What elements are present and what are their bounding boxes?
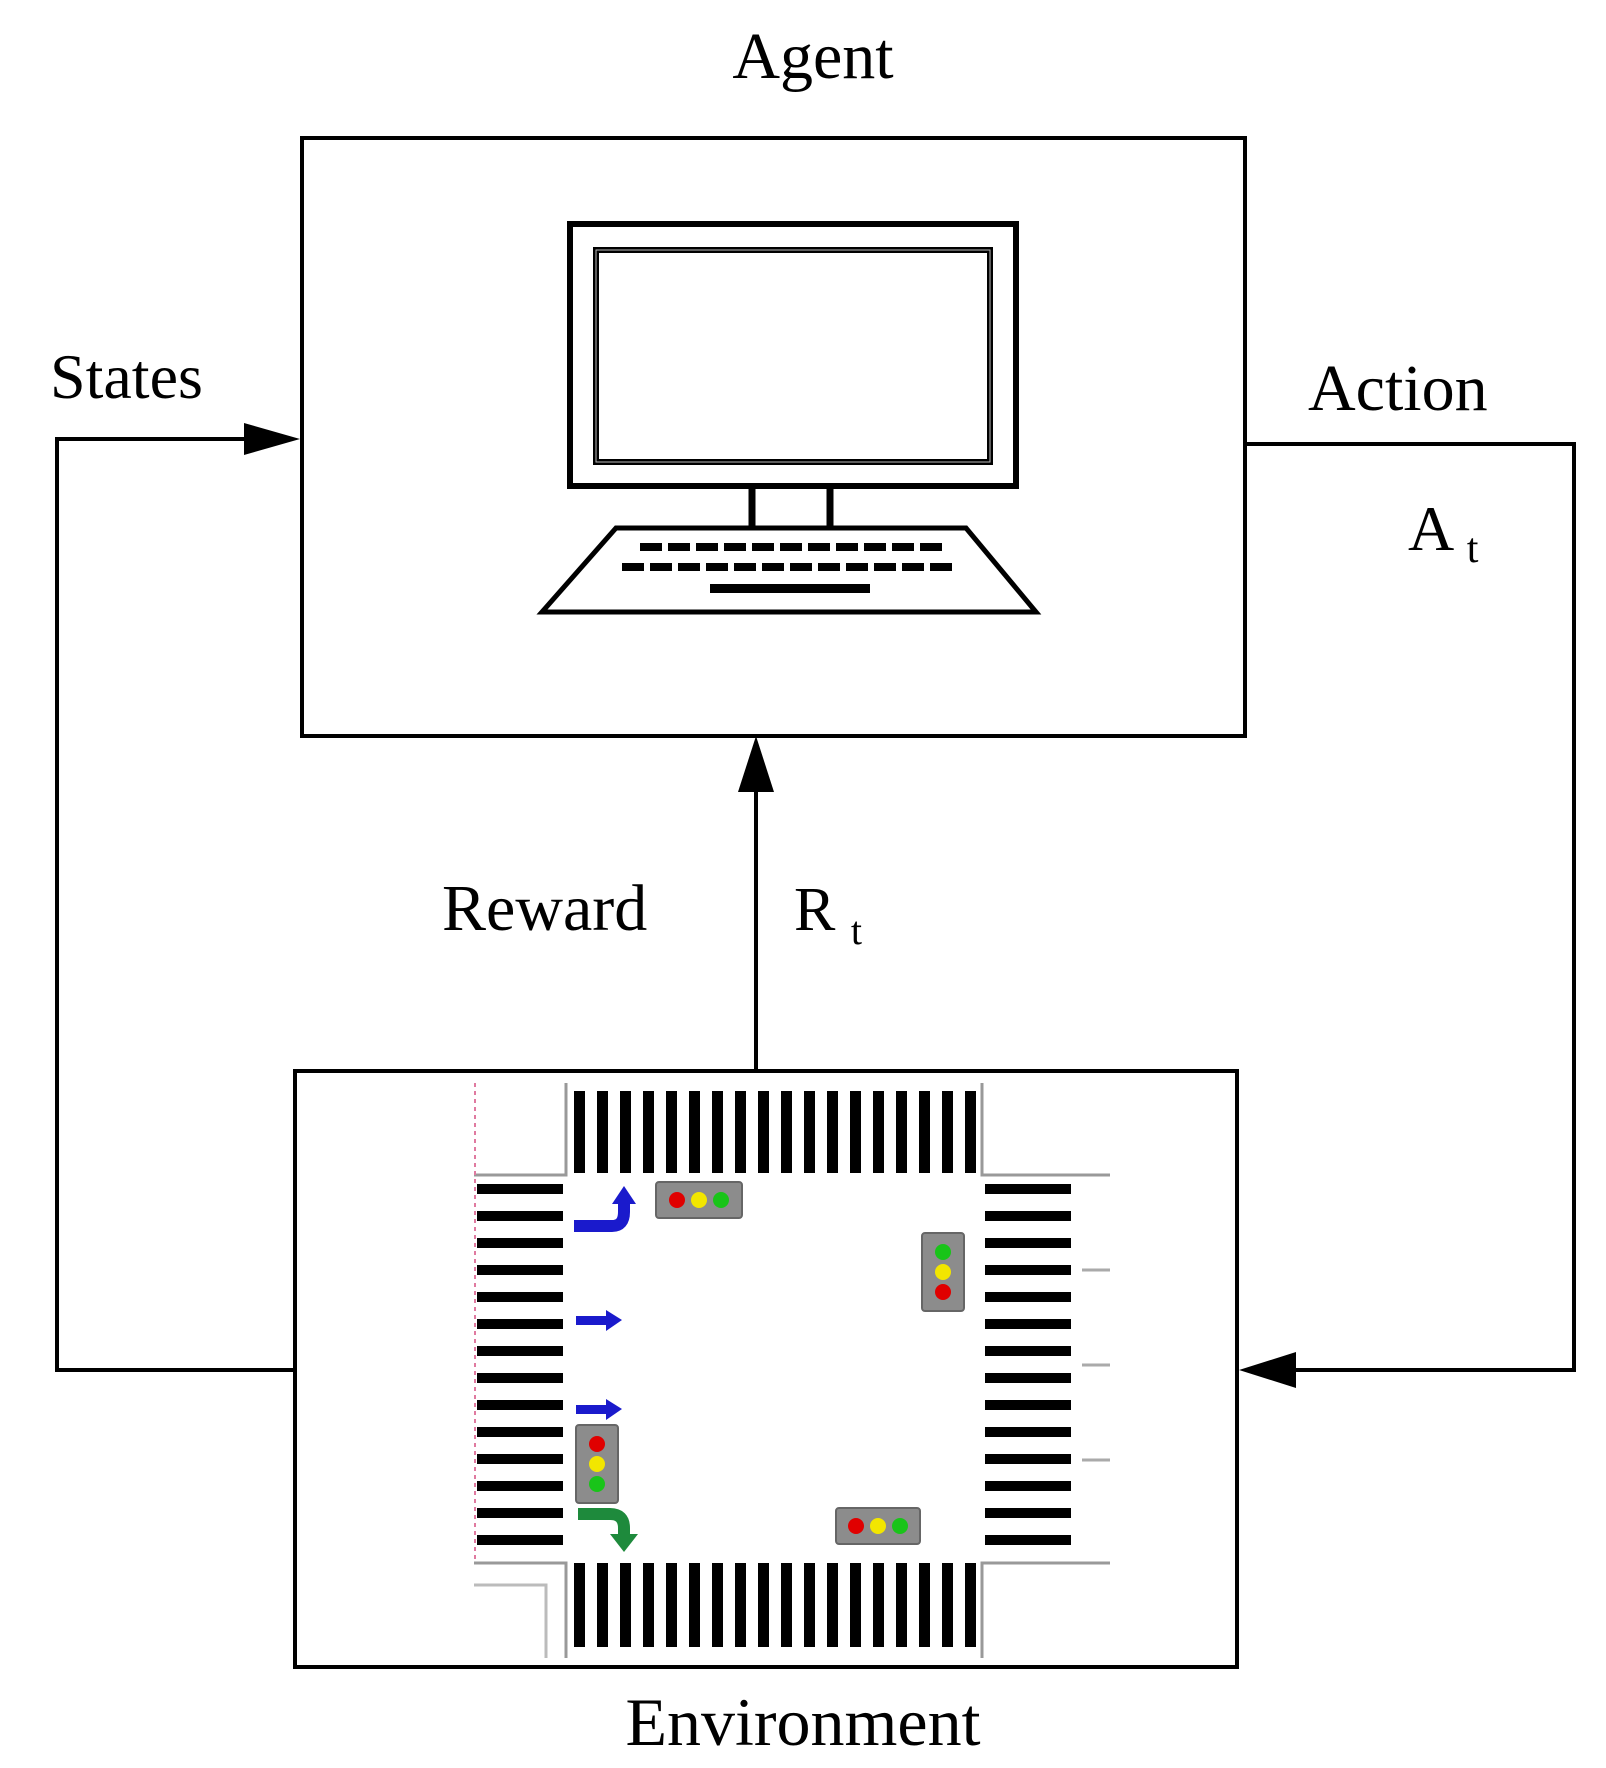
- agent-title: Agent: [732, 20, 893, 93]
- computer-icon: [536, 221, 1042, 615]
- turn-right-arrow-icon: [578, 1508, 638, 1552]
- environment-title: Environment: [625, 1684, 980, 1760]
- intersection-icon: [474, 1083, 1110, 1658]
- action-symbol-subscript: t: [1467, 526, 1479, 572]
- action-arrow: [1239, 442, 1576, 1388]
- reward-arrow: [738, 736, 774, 1071]
- reward-symbol-letter: R: [794, 876, 836, 944]
- reward-symbol-subscript: t: [851, 908, 862, 953]
- traffic-light-icon: [921, 1232, 965, 1312]
- action-symbol: A t: [1408, 493, 1479, 572]
- states-arrow: [55, 423, 300, 1372]
- action-symbol-letter: A: [1408, 493, 1454, 564]
- traffic-light-icon: [655, 1181, 743, 1219]
- traffic-light-icon: [575, 1424, 619, 1504]
- action-label: Action: [1308, 352, 1488, 425]
- turn-left-arrow-icon: [574, 1186, 636, 1232]
- states-label: States: [50, 341, 203, 412]
- traffic-light-icon: [835, 1507, 921, 1545]
- straight-arrow-icon: [576, 1310, 622, 1420]
- reward-label: Reward: [442, 872, 647, 945]
- reward-symbol: R t: [794, 876, 862, 953]
